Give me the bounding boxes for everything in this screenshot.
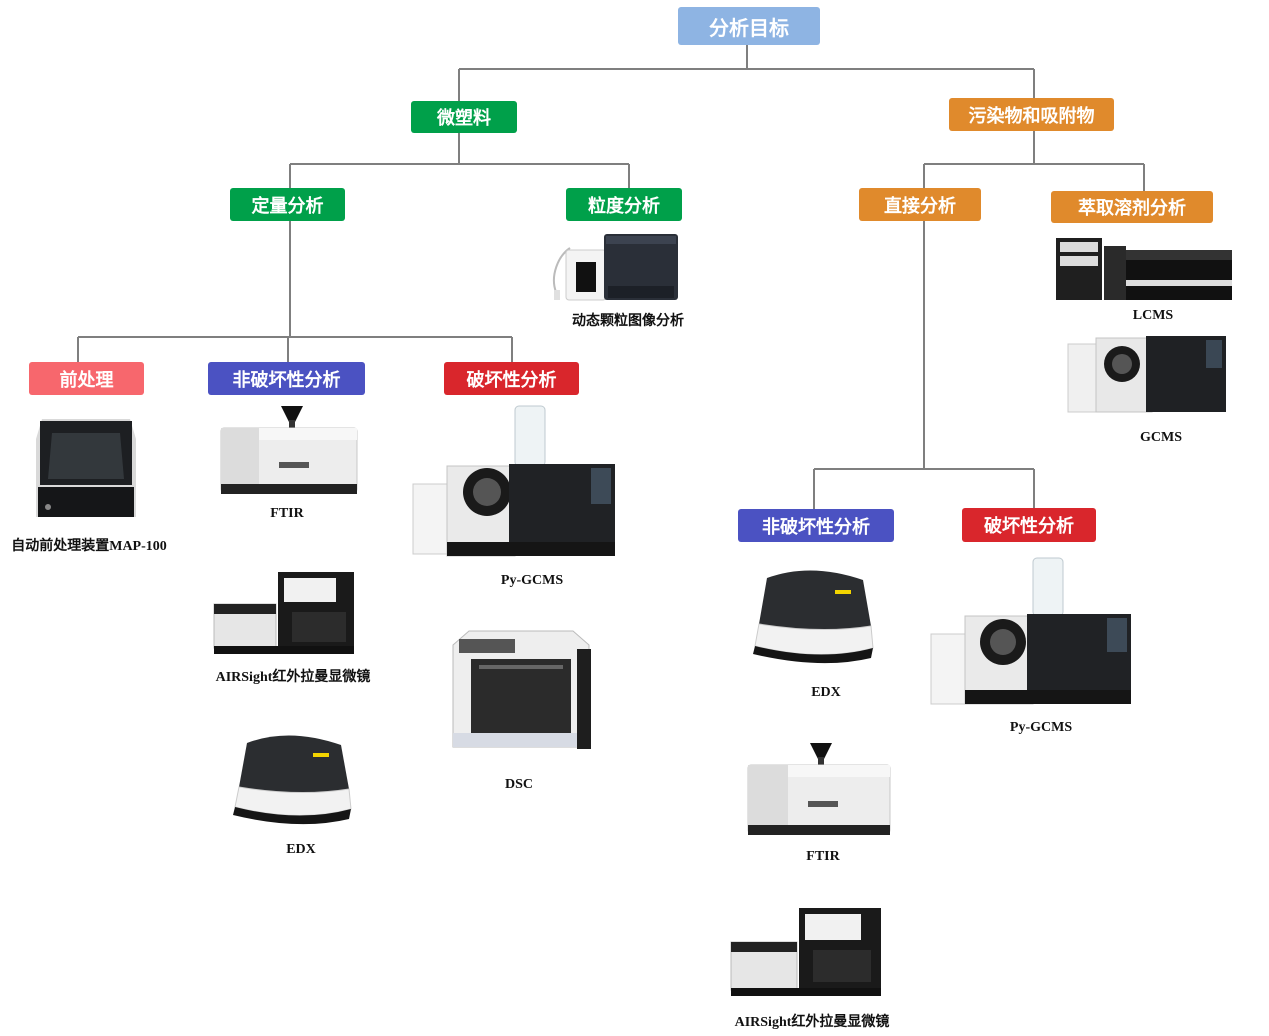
gcms-instrument-icon	[1066, 334, 1228, 414]
lcms-caption: LCMS	[1132, 308, 1174, 323]
ftir-left-instrument-icon	[219, 400, 359, 496]
dynamic-imaging-caption: 动态颗粒图像分析	[572, 314, 684, 329]
airsight-left-caption: AIRSight红外拉曼显微镜	[215, 670, 371, 685]
dsc-instrument-icon	[449, 625, 593, 757]
lcms-instrument-icon	[1054, 236, 1236, 304]
ftir-right-instrument-icon	[746, 737, 892, 837]
airsight-right-instrument-icon	[729, 906, 885, 998]
particle-size-node: 粒度分析	[566, 188, 682, 221]
particle-imaging-instrument-icon	[548, 226, 683, 306]
destructive-right-node: 破坏性分析	[962, 508, 1096, 542]
root-node: 分析目标	[678, 7, 820, 45]
edx-right-instrument-icon	[749, 566, 877, 670]
ftir-left-caption: FTIR	[270, 506, 304, 521]
quantitative-node: 定量分析	[230, 188, 345, 221]
edx-left-caption: EDX	[286, 842, 316, 857]
pygcms-left-instrument-icon	[411, 404, 617, 558]
edx-left-instrument-icon	[229, 731, 355, 829]
map100-instrument-icon	[34, 409, 138, 523]
pretreatment-node: 前处理	[29, 362, 144, 395]
extraction-node: 萃取溶剂分析	[1051, 191, 1213, 223]
edx-right-caption: EDX	[811, 685, 841, 700]
destructive-left-node: 破坏性分析	[444, 362, 579, 395]
dsc-caption: DSC	[504, 777, 534, 792]
direct-analysis-node: 直接分析	[859, 188, 981, 221]
nondestructive-right-node: 非破坏性分析	[738, 509, 894, 542]
nondestructive-left-node: 非破坏性分析	[208, 362, 365, 395]
ftir-right-caption: FTIR	[806, 849, 840, 864]
map100-caption: 自动前处理装置MAP-100	[11, 539, 167, 554]
pollutants-node: 污染物和吸附物	[949, 98, 1114, 131]
airsight-left-instrument-icon	[212, 568, 358, 656]
pygcms-left-caption: Py-GCMS	[500, 573, 564, 588]
airsight-right-caption: AIRSight红外拉曼显微镜	[734, 1015, 890, 1030]
pygcms-right-instrument-icon	[929, 556, 1133, 706]
gcms-caption: GCMS	[1140, 430, 1182, 445]
microplastics-node: 微塑料	[411, 101, 517, 133]
pygcms-right-caption: Py-GCMS	[1009, 720, 1073, 735]
